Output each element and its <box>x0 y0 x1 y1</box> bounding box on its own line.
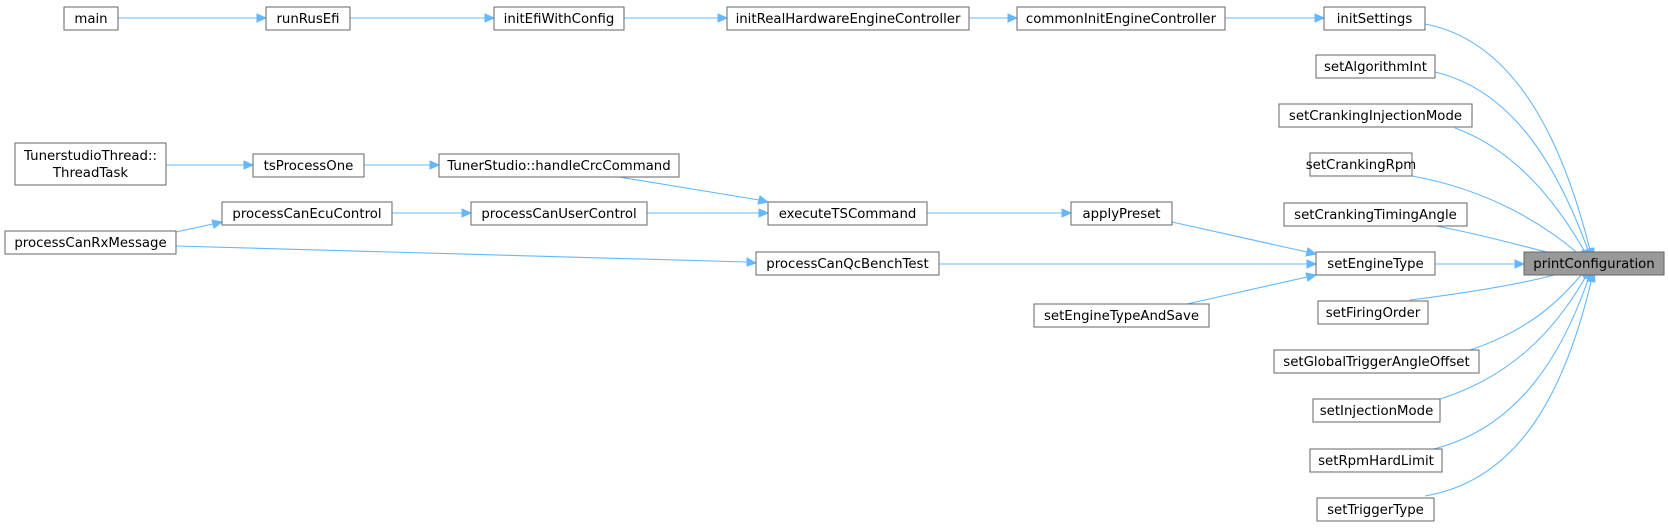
node-initefiwithconfig[interactable]: initEfiWithConfig <box>493 6 625 31</box>
node-handlecrccommand[interactable]: TunerStudio::handleCrcCommand <box>438 153 680 178</box>
node-main-label: main <box>74 12 107 27</box>
node-commoninitenginecontroller[interactable]: commonInitEngineController <box>1016 6 1226 31</box>
node-setcrankingrpm[interactable]: setCrankingRpm <box>1306 152 1417 177</box>
edge-processcanrxmessage-processcanecucontrol <box>175 219 224 233</box>
node-setfiringorder[interactable]: setFiringOrder <box>1317 300 1429 325</box>
node-setcrankinginjectionmode[interactable]: setCrankingInjectionMode <box>1278 103 1473 128</box>
node-initsettings-label: initSettings <box>1337 12 1413 27</box>
node-tsprocessone[interactable]: tsProcessOne <box>252 153 365 178</box>
node-applypreset-label: applyPreset <box>1082 207 1160 222</box>
node-setglobaltriggerangleoffset-label: setGlobalTriggerAngleOffset <box>1283 355 1469 370</box>
node-initefiwithconfig-label: initEfiWithConfig <box>504 12 615 27</box>
edge-handlecrccommand-executetscommand <box>612 175 770 205</box>
edge-processcanecucontrol-processcanusercontrol <box>392 208 473 218</box>
edge-executetscommand-applypreset <box>927 208 1073 218</box>
edge-setcrankinginjectionmode-printconfiguration <box>1454 127 1591 264</box>
graph-nodes: main runRusEfi initEfiWithConfig initRea… <box>4 6 1665 522</box>
node-processcanrxmessage-label: processCanRxMessage <box>14 236 166 251</box>
edge-tunerstudiothread-tsprocessone <box>166 160 255 170</box>
node-setalgorithmint-label: setAlgorithmInt <box>1324 60 1427 75</box>
edge-initefiwithconfig-initrealhardware <box>624 13 729 23</box>
edge-setinjectionmode-printconfiguration <box>1429 265 1591 403</box>
edge-tsprocessone-handlecrccommand <box>364 160 441 170</box>
node-initsettings[interactable]: initSettings <box>1323 6 1426 31</box>
node-main[interactable]: main <box>63 6 119 31</box>
edge-commoninit-initsettings <box>1225 13 1326 23</box>
node-processcanecucontrol[interactable]: processCanEcuControl <box>221 201 393 226</box>
node-executetscommand-label: executeTSCommand <box>779 207 917 222</box>
node-processcanusercontrol[interactable]: processCanUserControl <box>470 201 648 226</box>
node-setalgorithmint[interactable]: setAlgorithmInt <box>1315 54 1436 79</box>
node-runrusefi[interactable]: runRusEfi <box>265 6 351 31</box>
node-processcanusercontrol-label: processCanUserControl <box>481 207 636 222</box>
node-tunerstudiothread-line2: ThreadTask <box>52 166 128 181</box>
node-applypreset[interactable]: applyPreset <box>1070 201 1173 226</box>
node-setenginetype-label: setEngineType <box>1327 257 1423 272</box>
node-setenginetypeandsave-label: setEngineTypeAndSave <box>1044 309 1199 324</box>
node-printconfiguration[interactable]: printConfiguration <box>1523 251 1665 276</box>
edge-processcanrxmessage-processcanqcbenchtest <box>175 245 758 267</box>
node-executetscommand[interactable]: executeTSCommand <box>767 201 928 226</box>
node-setcrankingrpm-label: setCrankingRpm <box>1306 158 1417 173</box>
edge-applypreset-setenginetype <box>1171 221 1318 257</box>
node-setenginetypeandsave[interactable]: setEngineTypeAndSave <box>1033 303 1210 328</box>
node-setcrankingtimingangle[interactable]: setCrankingTimingAngle <box>1283 202 1468 227</box>
node-tsprocessone-label: tsProcessOne <box>264 159 354 174</box>
node-tunerstudiothread-threadtask[interactable]: TunerstudioThread:: ThreadTask <box>14 142 167 186</box>
node-printconfiguration-label: printConfiguration <box>1533 257 1654 272</box>
edge-setalgorithmint-printconfiguration <box>1434 71 1593 264</box>
node-settriggertype-label: setTriggerType <box>1327 503 1424 518</box>
node-setenginetype[interactable]: setEngineType <box>1315 251 1436 276</box>
node-setfiringorder-label: setFiringOrder <box>1326 306 1421 321</box>
node-handlecrccommand-label: TunerStudio::handleCrcCommand <box>446 159 670 174</box>
node-setinjectionmode-label: setInjectionMode <box>1320 404 1434 419</box>
node-initrealhardwareenginecontroller[interactable]: initRealHardwareEngineController <box>726 6 970 31</box>
edge-setenginetypeandsave-setenginetype <box>1186 272 1318 305</box>
node-processcanrxmessage[interactable]: processCanRxMessage <box>4 230 177 255</box>
node-commoninitenginecontroller-label: commonInitEngineController <box>1026 12 1217 27</box>
edge-setenginetype-printconfiguration <box>1435 259 1526 269</box>
node-setglobaltriggerangleoffset[interactable]: setGlobalTriggerAngleOffset <box>1273 349 1480 374</box>
edge-setglobaltriggeranglesoffset-printconfiguration <box>1469 264 1589 351</box>
node-processcanqcbenchtest-label: processCanQcBenchTest <box>766 257 928 272</box>
node-setcrankingtimingangle-label: setCrankingTimingAngle <box>1294 208 1457 223</box>
edge-initrealhardware-commoninit <box>969 13 1019 23</box>
node-runrusefi-label: runRusEfi <box>276 12 339 27</box>
node-setinjectionmode[interactable]: setInjectionMode <box>1312 398 1441 423</box>
node-initrealhardwareenginecontroller-label: initRealHardwareEngineController <box>736 12 961 27</box>
node-setrpmhardlimit[interactable]: setRpmHardLimit <box>1309 448 1443 473</box>
node-setrpmhardlimit-label: setRpmHardLimit <box>1318 454 1434 469</box>
node-settriggertype[interactable]: setTriggerType <box>1316 497 1435 522</box>
edge-runrusefi-initefiwithconfig <box>350 13 496 23</box>
node-setcrankinginjectionmode-label: setCrankingInjectionMode <box>1289 109 1462 124</box>
edge-processcanusercontrol-executetscommand <box>647 208 770 218</box>
node-processcanqcbenchtest[interactable]: processCanQcBenchTest <box>755 251 940 276</box>
edge-processcanqcbenchtest-setenginetype <box>939 259 1318 269</box>
edge-main-runrusefi <box>118 13 268 23</box>
node-processcanecucontrol-label: processCanEcuControl <box>232 207 381 222</box>
node-tunerstudiothread-line1: TunerstudioThread:: <box>23 149 157 164</box>
